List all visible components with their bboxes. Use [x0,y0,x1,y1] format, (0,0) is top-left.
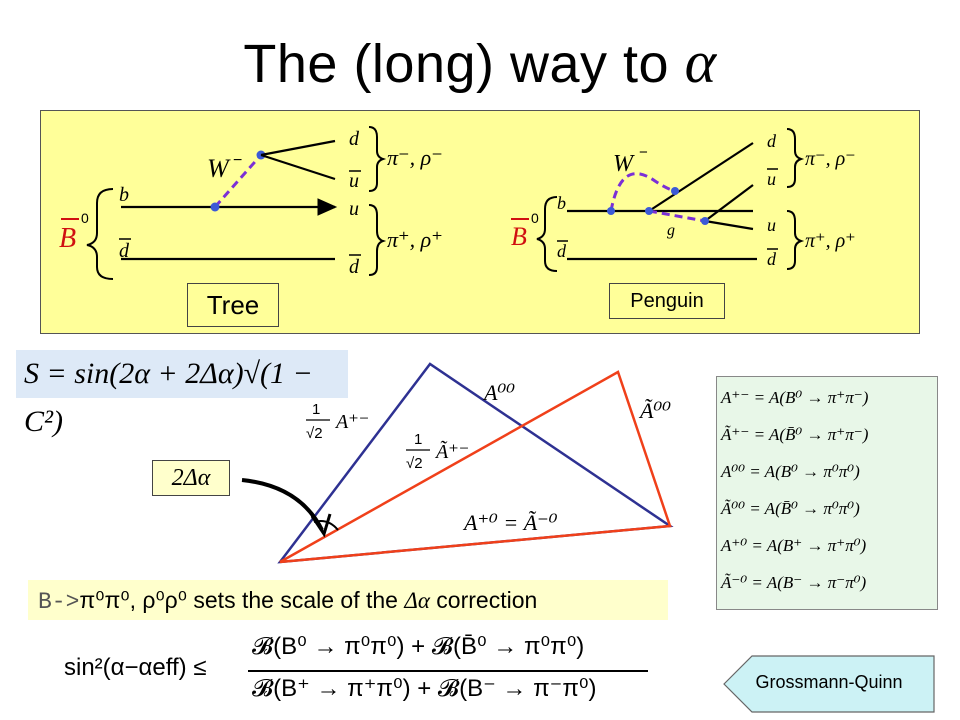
tree-w-sup: − [233,152,242,169]
penguin-u-out-line [704,219,754,231]
reference-label: Grossmann-Quinn [755,672,903,692]
penguin-vertex-4 [701,217,709,225]
scale-end: correction [429,587,538,613]
label-A0: A⁺⁰ = Ã⁻⁰ [462,510,558,535]
title-text: The (long) way to [243,34,670,94]
bound-fraction-bar [248,670,648,672]
amplitude-row: A⁰⁰ = A(B⁰ → π⁰π⁰) [721,462,860,481]
tree-final-neg: π⁻, ρ⁻ [387,145,443,170]
penguin-w-loop [609,172,676,212]
bound-lhs: sin²(α−αeff) ≤ [64,654,207,681]
scale-delta: Δα [404,588,430,613]
tree-out-dbar: d [349,256,360,278]
amplitude-row: Ã⁰⁰ = A(B̄⁰ → π⁰π⁰) [721,499,860,518]
penguin-w-label: W [613,151,635,177]
tree-out-ubar: u [349,170,359,192]
frac1-den: √2 [306,425,323,442]
frac2-den: √2 [406,455,423,472]
tree-meson-brace [86,188,114,280]
bound-numerator: 𝓑(B⁰ → π⁰π⁰) + 𝓑(B̄⁰ → π⁰π⁰) [252,633,585,660]
penguin-neg-brace [786,128,805,188]
penguin-vertex-1 [607,207,615,215]
penguin-meson-label: B [511,222,527,251]
label-tA00: Ã⁰⁰ [638,398,671,423]
amplitude-row: A⁺⁰ = A(B⁺ → π⁺π⁰) [721,536,867,555]
penguin-vertex-2 [645,207,653,215]
delta-alpha-box: 2Δα [152,460,230,496]
scale-modes: π⁰π⁰, ρ⁰ρ⁰ [79,587,187,613]
amplitude-row: A⁺⁻ = A(B⁰ → π⁺π⁻) [721,388,869,407]
penguin-label-box: Penguin [609,283,725,319]
bound-denominator: 𝓑(B⁺ → π⁺π⁰) + 𝓑(B⁻ → π⁻π⁰) [252,675,597,702]
penguin-quark-dbar: d [557,241,567,261]
frac1-num: 1 [312,401,320,418]
tree-w-boson-line [213,154,263,208]
frac2-num: 1 [414,431,422,448]
tree-final-pos: π⁺, ρ⁺ [387,227,443,252]
scale-prefix: B-> [38,589,80,615]
label-Apm: A⁺⁻ [334,411,369,433]
tree-quark-b: b [119,184,129,206]
tree-vertex-lower [210,202,220,212]
label-tApm: Ã⁺⁻ [434,439,469,463]
penguin-meson-sup: 0 [531,210,539,226]
title-alpha-symbol: α [684,29,717,95]
tree-label-box: Tree [187,283,279,327]
penguin-pos-brace [786,210,805,270]
amplitude-row: Ã⁺⁻ = A(B̄⁰ → π⁺π⁻) [721,425,869,444]
penguin-w-sup: − [639,144,648,161]
feynman-diagrams: B 0 b d W − d u u d π⁻, ρ⁻ π⁺, ρ⁺ [59,126,856,280]
delta-arrowhead [310,513,332,538]
penguin-quark-b: b [557,193,566,213]
scale-statement: B->π⁰π⁰, ρ⁰ρ⁰ sets the scale of the Δα c… [28,580,668,620]
tree-ubar-out-line [260,153,336,181]
tree-w-label: W [207,154,231,183]
penguin-gluon-label: g [667,222,675,239]
amplitude-row: Ã⁻⁰ = A(B⁻ → π⁻π⁰) [721,573,867,592]
penguin-final-neg: π⁻, ρ⁻ [805,148,856,170]
penguin-vertex-3 [671,187,679,195]
penguin-final-pos: π⁺, ρ⁺ [805,230,856,252]
feynman-diagram-panel: B 0 b d W − d u u d π⁻, ρ⁻ π⁺, ρ⁺ [40,110,920,334]
tree-out-d: d [349,128,360,150]
scale-suffix: sets the scale of the [187,587,405,613]
tree-diagram: B 0 b d W − d u u d π⁻, ρ⁻ π⁺, ρ⁺ [59,126,443,280]
tree-pos-brace [368,204,387,276]
delta-arrow [241,478,324,531]
triangle-red [279,370,672,564]
tree-meson-label: B [59,223,76,254]
penguin-diagram: B 0 b d W − g d u u d [511,128,856,272]
angle-arc [313,520,339,531]
s-formula: S = sin(2α + 2Δα)√(1 − C²) [16,350,348,438]
tree-out-u: u [349,198,359,220]
label-A00: A⁰⁰ [482,380,515,405]
penguin-out-ubar: u [767,169,776,189]
penguin-out-dbar: d [767,249,777,269]
penguin-d-out-line [648,142,754,212]
slide-title: The (long) way to α [0,28,960,97]
grossmann-quinn-bound: sin²(α−αeff) ≤ 𝓑(B⁰ → π⁰π⁰) + 𝓑(B̄⁰ → π⁰… [64,630,664,710]
penguin-gluon-line [648,209,706,223]
penguin-meson-brace [536,196,558,272]
penguin-out-u: u [767,215,776,235]
penguin-ubar-out-line [704,184,754,222]
amplitude-definitions: A⁺⁻ = A(B⁰ → π⁺π⁻) Ã⁺⁻ = A(B̄⁰ → π⁺π⁻) A… [716,376,938,610]
tree-meson-sup: 0 [81,210,89,226]
tree-neg-brace [368,126,387,192]
penguin-out-d: d [767,131,777,151]
tree-quark-dbar: d [119,240,130,262]
tree-d-out-line [260,139,336,157]
